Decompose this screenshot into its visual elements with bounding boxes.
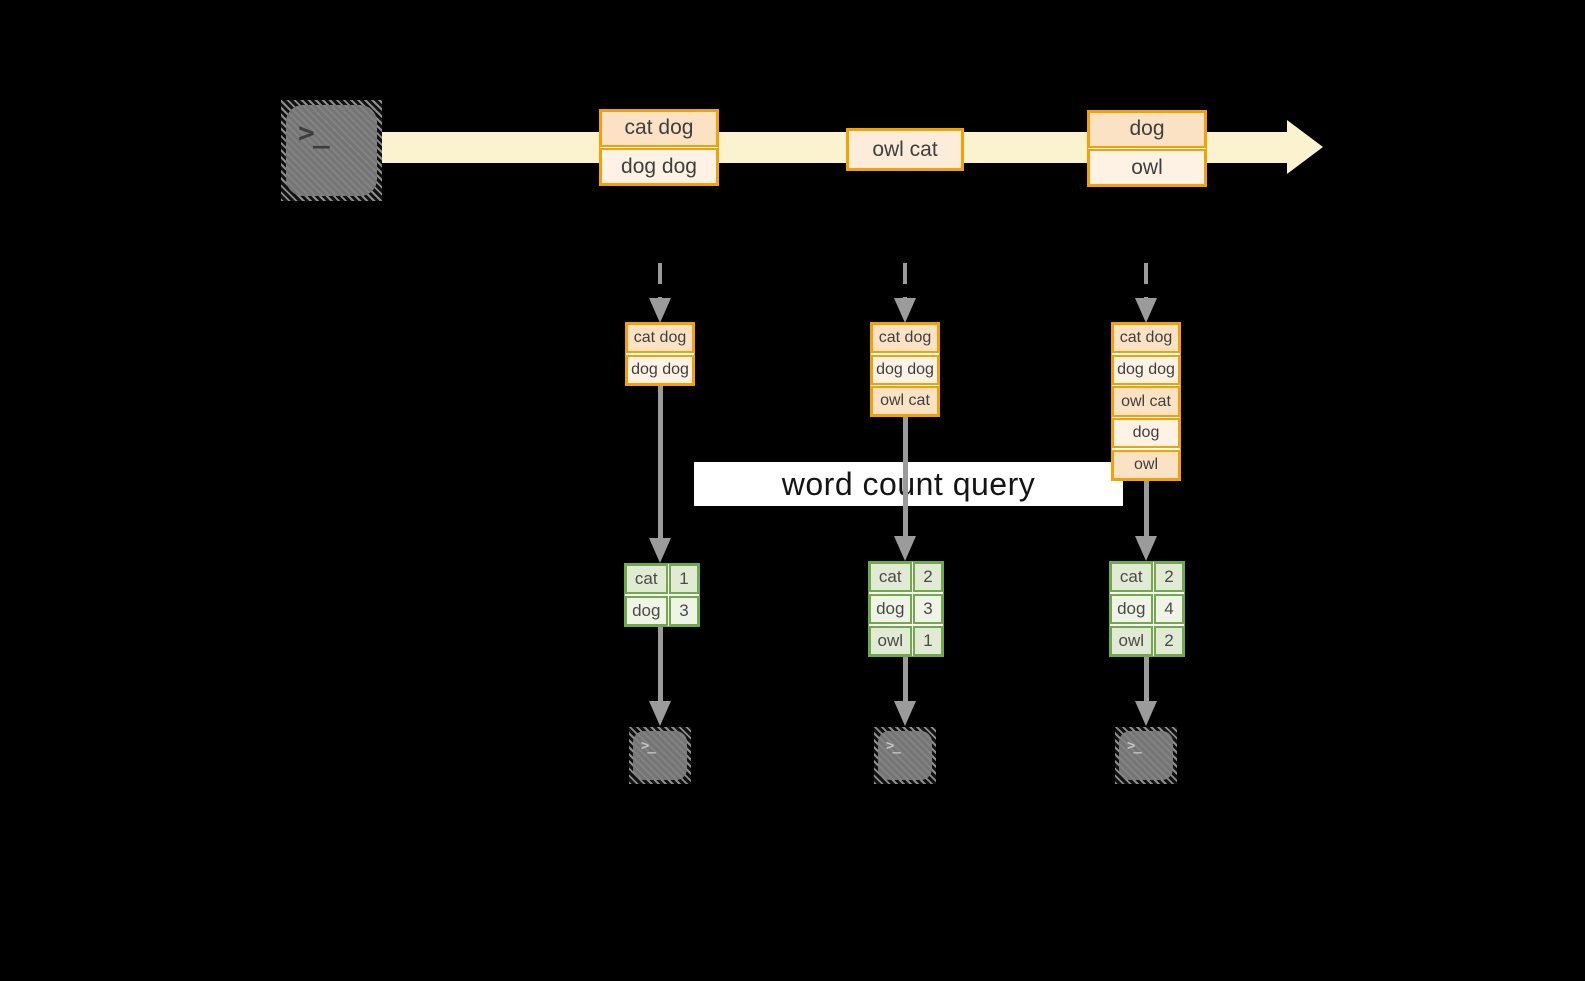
table-row: cat 2	[869, 562, 943, 593]
event-cell: cat dog	[626, 323, 694, 354]
count-cell: 4	[1154, 593, 1184, 625]
query-arrow-1	[658, 386, 663, 540]
terminal-window: >_	[286, 105, 377, 196]
output-arrowhead-2	[894, 701, 916, 726]
count-cell: 1	[669, 564, 699, 595]
stream-arrow-head	[1287, 120, 1323, 174]
table-row: owl 2	[1110, 625, 1184, 656]
source-terminal-icon: >_	[281, 100, 382, 201]
result-table-3: cat 2 dog 4 owl 2	[1109, 561, 1185, 657]
ingest-arrow-2	[903, 263, 907, 299]
query-arrow-2	[903, 417, 908, 537]
stream-batch-1: cat dog dog dog	[599, 109, 719, 186]
count-cell: 2	[913, 562, 943, 593]
terminal-window: >_	[1119, 731, 1173, 780]
event-cell: dog dog	[600, 148, 718, 185]
count-cell: 1	[913, 625, 943, 656]
stream-batch-3: dog owl	[1087, 110, 1207, 187]
event-cell: dog	[1088, 111, 1206, 148]
word-cell: cat	[1110, 562, 1153, 593]
query-label: word count query	[694, 462, 1123, 506]
ingest-arrow-1	[658, 263, 662, 299]
event-cell: dog dog	[626, 354, 694, 385]
query-arrowhead-1	[649, 538, 671, 563]
query-arrow-3	[1144, 481, 1149, 537]
table-row: dog 3	[625, 595, 699, 626]
terminal-prompt-icon: >_	[641, 738, 656, 754]
sink-terminal-icon-2: >_	[874, 727, 936, 784]
count-cell: 2	[1154, 562, 1184, 593]
output-arrow-2	[903, 657, 908, 703]
table-row: dog 3	[869, 593, 943, 625]
output-arrowhead-1	[649, 701, 671, 726]
terminal-window: >_	[878, 731, 932, 780]
event-cell: cat dog	[1112, 323, 1180, 354]
ingest-arrowhead-3	[1135, 298, 1157, 323]
event-cell: owl cat	[847, 129, 963, 170]
table-row: cat 1	[625, 564, 699, 595]
query-arrowhead-2	[894, 536, 916, 561]
table-row: owl 1	[869, 625, 943, 656]
count-cell: 2	[1154, 625, 1184, 656]
event-cell: cat dog	[871, 323, 939, 353]
state-stack-2: cat dog dog dog owl cat	[870, 322, 940, 417]
state-stack-3: cat dog dog dog owl cat dog owl	[1111, 322, 1181, 481]
count-cell: 3	[669, 595, 699, 626]
table-row: cat 2	[1110, 562, 1184, 593]
event-cell: owl	[1112, 449, 1180, 481]
count-cell: 3	[913, 593, 943, 625]
sink-terminal-icon-1: >_	[629, 727, 691, 784]
word-cell: owl	[1110, 625, 1153, 656]
output-arrowhead-3	[1135, 701, 1157, 726]
event-cell: owl cat	[871, 386, 939, 416]
event-cell: cat dog	[600, 110, 718, 147]
sink-terminal-icon-3: >_	[1115, 727, 1177, 784]
state-stack-1: cat dog dog dog	[625, 322, 695, 386]
ingest-arrow-3	[1144, 263, 1148, 299]
query-arrowhead-3	[1135, 536, 1157, 561]
output-arrow-3	[1144, 657, 1149, 703]
terminal-prompt-icon: >_	[1127, 738, 1142, 754]
ingest-arrowhead-2	[894, 298, 916, 323]
event-cell: dog	[1112, 418, 1180, 449]
result-table-1: cat 1 dog 3	[624, 563, 700, 627]
word-cell: cat	[869, 562, 912, 593]
word-cell: dog	[1110, 593, 1153, 625]
table-row: dog 4	[1110, 593, 1184, 625]
event-cell: owl	[1088, 149, 1206, 186]
ingest-arrowhead-1	[649, 298, 671, 323]
terminal-prompt-icon: >_	[886, 738, 901, 754]
word-cell: dog	[869, 593, 912, 625]
word-cell: cat	[625, 564, 668, 595]
result-table-2: cat 2 dog 3 owl 1	[868, 561, 944, 657]
word-cell: dog	[625, 595, 668, 626]
event-cell: dog dog	[1112, 354, 1180, 385]
terminal-prompt-icon: >_	[298, 116, 330, 149]
event-cell: dog dog	[871, 354, 939, 385]
stream-batch-2: owl cat	[846, 128, 964, 171]
terminal-window: >_	[633, 731, 687, 780]
word-cell: owl	[869, 625, 912, 656]
event-cell: owl cat	[1112, 386, 1180, 417]
output-arrow-1	[658, 627, 663, 703]
